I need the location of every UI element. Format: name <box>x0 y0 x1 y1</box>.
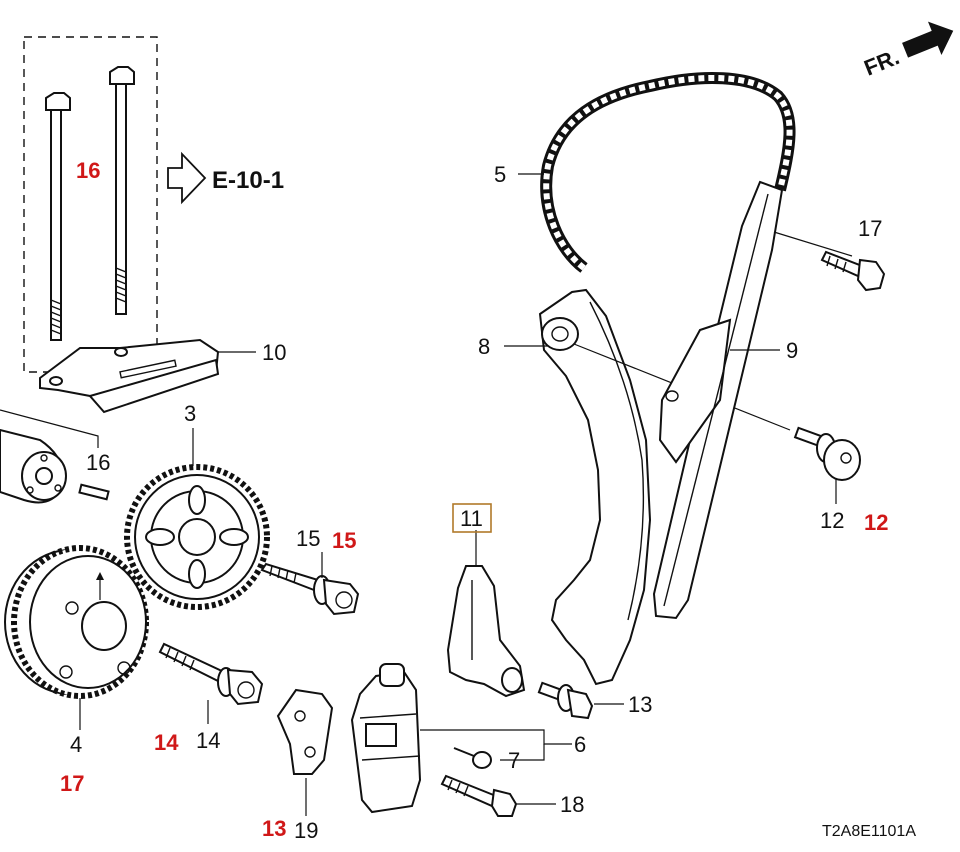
callout-3: 3 <box>184 401 196 426</box>
part-19-gasket <box>276 688 334 816</box>
reference-arrow[interactable]: E-10-1 <box>167 151 284 205</box>
part-11-bracket <box>446 503 526 698</box>
callout-17: 17 <box>858 216 882 241</box>
callout-4: 4 <box>70 732 82 757</box>
part-7-pin <box>453 747 492 769</box>
part-12-pivot-bolt <box>793 426 861 504</box>
callout-5: 5 <box>494 162 506 187</box>
callout-11-box <box>452 503 492 533</box>
callout-11: 11 <box>460 506 483 531</box>
part-4-vtc-actuator <box>4 545 149 730</box>
front-label: FR. <box>861 44 903 80</box>
drawing-code: T2A8E1101A <box>822 823 916 840</box>
red-mark-13: 13 <box>262 816 286 841</box>
callout-numbers: 10 3 16 15 4 14 19 11 5 8 9 17 12 13 6 7… <box>70 162 882 843</box>
callout-8: 8 <box>478 334 490 359</box>
callout-10: 10 <box>262 340 286 365</box>
callout-15: 15 <box>296 526 320 551</box>
part-17-bolt <box>820 250 886 292</box>
part-14-bolt <box>158 642 264 724</box>
red-quantity-marks: 16 15 12 17 14 13 <box>60 158 888 841</box>
red-mark-14: 14 <box>154 730 179 755</box>
part-15-bolt <box>260 552 360 616</box>
part-6-tensioner <box>350 663 572 814</box>
red-mark-16: 16 <box>76 158 100 183</box>
part-13-bolt <box>537 681 624 720</box>
bolt-group-16 <box>23 36 158 373</box>
callout-13: 13 <box>628 692 652 717</box>
front-arrow-icon <box>902 21 954 58</box>
callout-16: 16 <box>86 450 110 475</box>
callout-9: 9 <box>786 338 798 363</box>
callout-6: 6 <box>574 732 586 757</box>
front-direction-indicator: FR. <box>861 21 954 81</box>
callout-18: 18 <box>560 792 584 817</box>
part-10-plate <box>39 338 256 414</box>
part-8-chain-guide <box>504 288 791 686</box>
camshaft-stub <box>0 409 110 504</box>
part-18-bolt <box>440 774 556 817</box>
callout-14: 14 <box>196 728 220 753</box>
part-3-sprocket <box>124 428 270 610</box>
red-mark-17: 17 <box>60 771 84 796</box>
part-9-tensioner-arm <box>652 180 853 620</box>
reference-label: E-10-1 <box>212 167 284 194</box>
red-mark-15: 15 <box>332 528 356 553</box>
callout-7: 7 <box>508 748 520 773</box>
part-5-timing-chain <box>518 71 796 273</box>
callout-12: 12 <box>820 508 844 533</box>
callout-19: 19 <box>294 818 318 843</box>
red-mark-12: 12 <box>864 510 888 535</box>
